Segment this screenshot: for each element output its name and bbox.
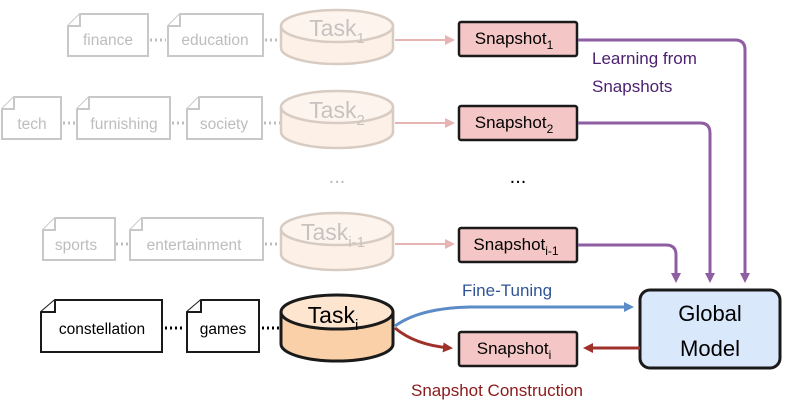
snapshot-1: Snapshot1: [457, 20, 579, 58]
doc-constellation-label: constellation: [59, 321, 145, 338]
doc-society-label: society: [200, 116, 248, 133]
fine-tuning-arrow: [394, 302, 634, 328]
doc-finance-label: finance: [83, 32, 133, 49]
snapshot-1-label: Snapshot1: [475, 29, 554, 52]
snapshots-ellipsis: ...: [510, 166, 527, 188]
doc-sports: sports: [42, 217, 116, 261]
task-2-label: Task2: [309, 97, 365, 129]
snapshot-2: Snapshot2: [457, 104, 579, 142]
doc-games-label: games: [200, 321, 247, 338]
tasks-ellipsis: ...: [329, 166, 346, 188]
task-i-minus-1: Taski-1: [279, 211, 395, 272]
doc-games: games: [186, 299, 260, 353]
task-1-label: Task1: [309, 15, 365, 47]
global-model-line1: Global: [678, 301, 742, 326]
doc-entertainment-label: entertainment: [147, 237, 242, 254]
doc-education: education: [167, 13, 264, 57]
doc-furnishing: furnishing: [76, 96, 171, 140]
task-2: Task2: [279, 89, 395, 150]
task-i-minus-1-label: Taski-1: [301, 219, 365, 251]
snapshot-i: Snapshoti: [457, 330, 579, 368]
doc-finance: finance: [67, 13, 149, 57]
doc-entertainment: entertainment: [129, 217, 264, 261]
row-i: constellation games Taski Snapshoti: [40, 293, 579, 368]
doc-tech-label: tech: [17, 116, 46, 133]
snapshot-i-label: Snapshoti: [477, 339, 552, 362]
doc-furnishing-label: furnishing: [90, 116, 157, 133]
task-i: Taski: [279, 293, 395, 363]
doc-education-label: education: [181, 32, 248, 49]
snapshot-1-to-model-arrow: [578, 38, 750, 283]
snapshot-construction-label: Snapshot Construction: [411, 381, 583, 400]
global-model-line2: Model: [680, 336, 740, 361]
task-to-snapshot-i-arrow: [394, 326, 453, 353]
row-1: finance education Task1 Snapshot1: [67, 8, 579, 66]
snapshot-2-label: Snapshot2: [475, 113, 554, 136]
global-model: Global Model: [638, 288, 782, 370]
doc-society: society: [186, 96, 263, 140]
doc-constellation: constellation: [40, 299, 163, 353]
row-2: tech furnishing society Task2 Snapshot2: [1, 89, 579, 150]
row-i-minus-1: sports entertainment Taski-1 Snapshoti-1: [42, 211, 579, 272]
snapshot-i-minus-1-label: Snapshoti-1: [473, 235, 559, 258]
doc-tech: tech: [1, 96, 62, 140]
snapshot-i-minus-1: Snapshoti-1: [457, 226, 579, 264]
task-i-label: Taski: [308, 302, 359, 334]
snapshot-2-to-model-arrow: [578, 121, 715, 283]
task-1: Task1: [279, 8, 395, 66]
learning-from-snapshots-label-2: Snapshots: [592, 77, 672, 96]
fine-tuning-label: Fine-Tuning: [462, 281, 552, 300]
doc-sports-label: sports: [55, 237, 97, 254]
snapshot-i-minus-1-to-model-arrow: [578, 243, 681, 283]
learning-from-snapshots-label-1: Learning from: [592, 49, 697, 68]
